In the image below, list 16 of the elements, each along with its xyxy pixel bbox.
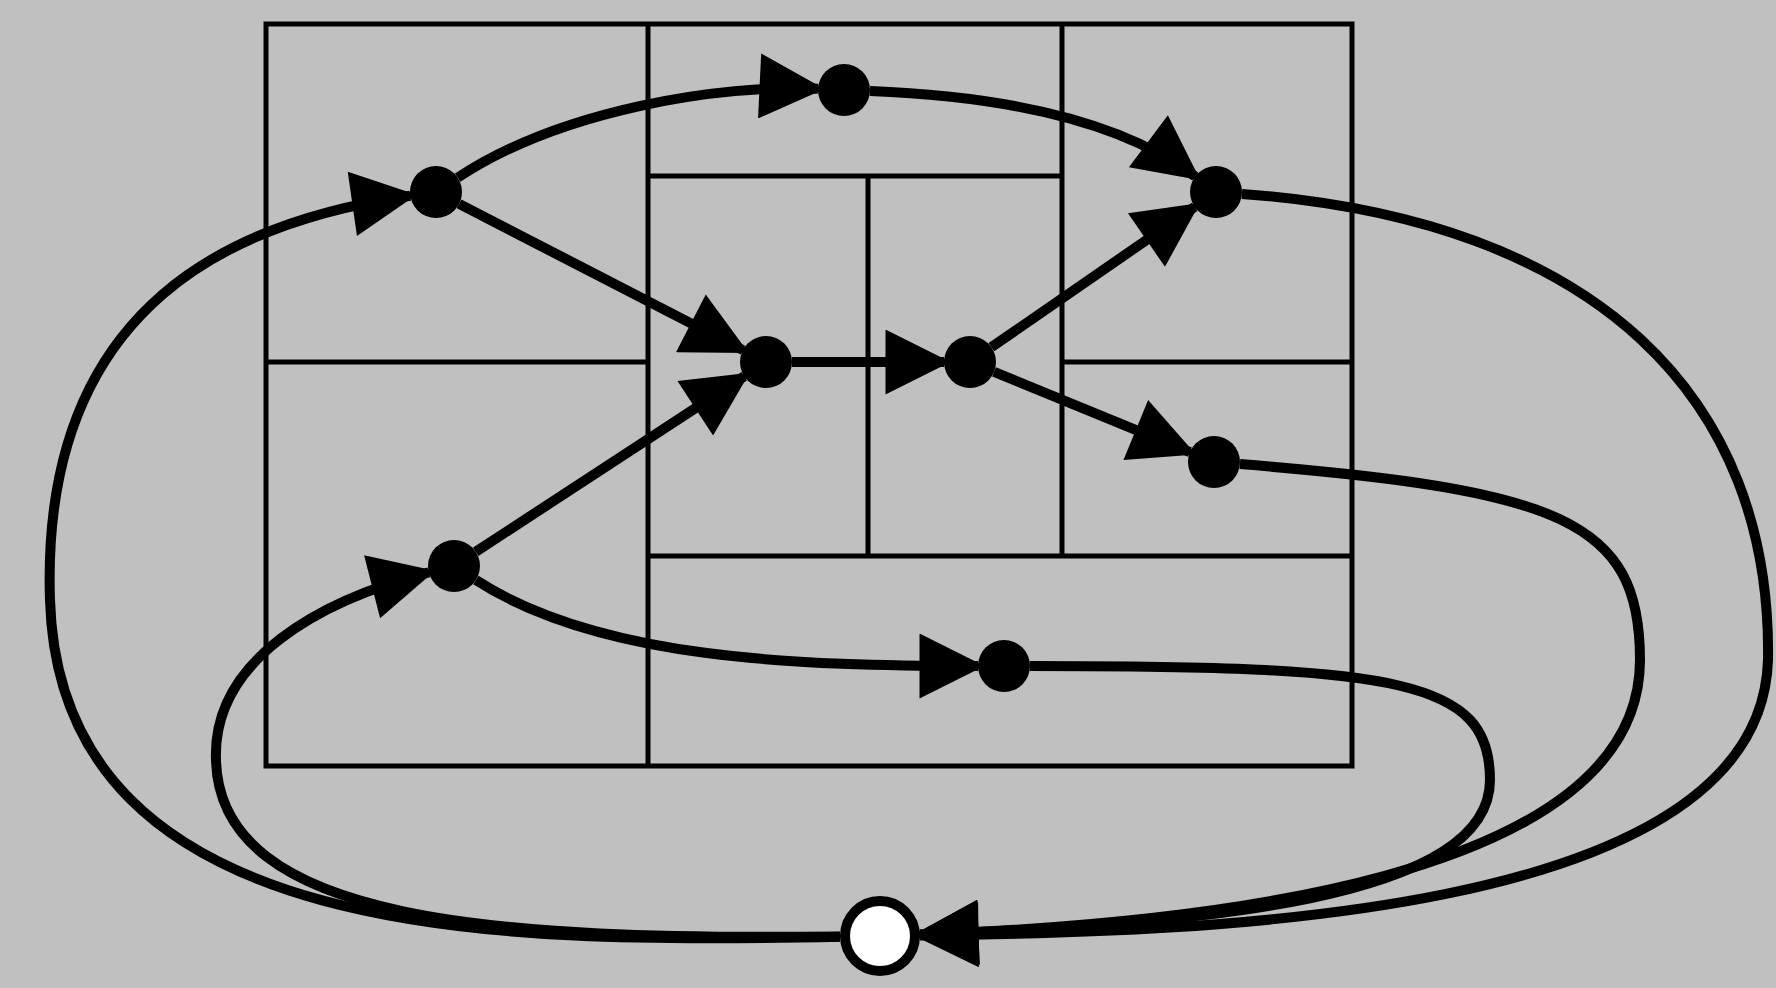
- arrow: [992, 367, 1196, 461]
- dot: [818, 64, 870, 116]
- arrow: [869, 86, 1201, 181]
- dot: [1188, 436, 1240, 488]
- arrow: [45, 173, 841, 944]
- hollow-circle: [840, 896, 920, 976]
- arrow: [988, 202, 1200, 352]
- dot: [978, 640, 1030, 692]
- dot: [428, 540, 480, 592]
- arrow: [211, 556, 841, 942]
- dot: [740, 336, 792, 388]
- dot: [1190, 166, 1242, 218]
- arrow: [456, 199, 749, 355]
- dot: [944, 336, 996, 388]
- dot: [410, 166, 462, 218]
- arrow: [473, 372, 750, 556]
